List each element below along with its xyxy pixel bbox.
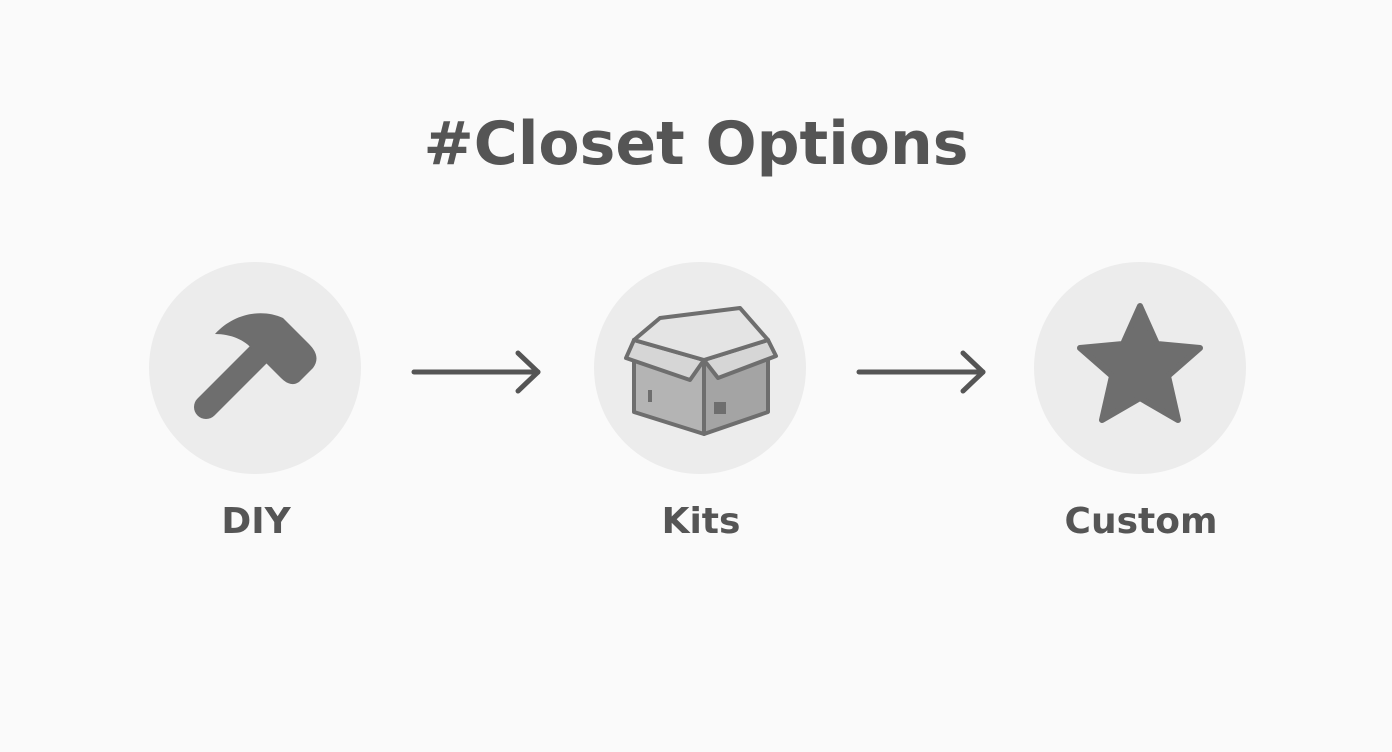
step-kits-label: Kits xyxy=(661,501,741,542)
step-diy: DIY xyxy=(149,262,363,542)
arrow-right-icon xyxy=(411,350,541,394)
step-custom-circle xyxy=(1034,262,1246,474)
diagram-title: #Closet Options xyxy=(423,109,969,179)
hammer-icon xyxy=(194,313,317,419)
step-kits-circle xyxy=(594,262,806,474)
star-icon xyxy=(1077,303,1203,423)
step-kits: Kits xyxy=(594,262,808,542)
step-diy-circle xyxy=(149,262,361,474)
box-icon xyxy=(624,306,778,436)
step-diy-label: DIY xyxy=(221,501,291,542)
arrow-right-icon xyxy=(856,350,986,394)
step-custom-label: Custom xyxy=(1064,501,1218,542)
step-custom: Custom xyxy=(1034,262,1248,542)
